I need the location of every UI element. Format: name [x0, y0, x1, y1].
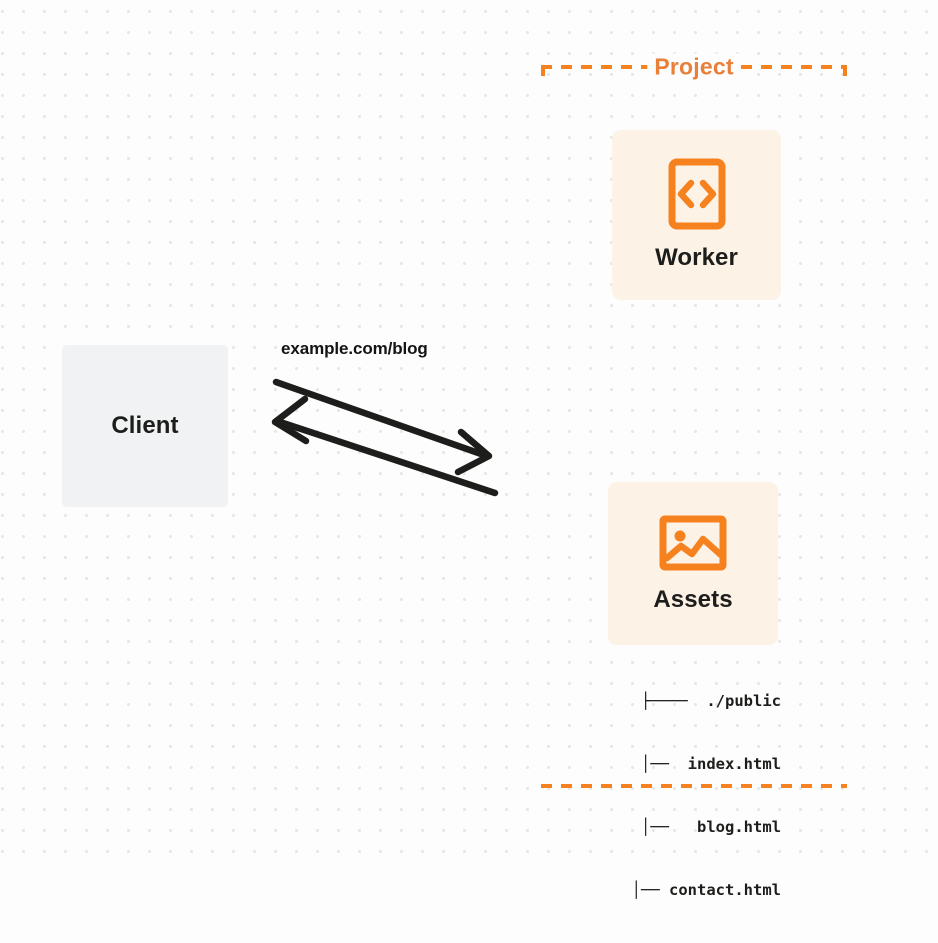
file-tree-line: │── contact.html — [613, 881, 781, 899]
arrow-right-icon — [272, 378, 493, 476]
worker-node[interactable]: Worker — [612, 130, 781, 300]
assets-label: Assets — [653, 585, 733, 613]
project-title: Project — [647, 53, 741, 81]
assets-node[interactable]: Assets — [608, 482, 778, 645]
file-tree-line: ├──── ./public — [641, 692, 781, 710]
image-icon — [659, 515, 727, 570]
project-border-left — [541, 65, 545, 788]
assets-file-tree: ├──── ./public │── index.html │── blog.h… — [585, 649, 781, 943]
project-group: Project Worker Assets ├──── ./public │──… — [541, 53, 847, 899]
worker-label: Worker — [655, 244, 738, 271]
client-node[interactable]: Client — [62, 345, 228, 507]
code-brackets-icon — [668, 158, 725, 230]
arrow-left-icon — [271, 395, 499, 497]
file-tree-line: │── blog.html — [622, 818, 781, 836]
diagram-canvas: Client example.com/blog Project W — [0, 0, 938, 899]
project-border-bottom — [541, 784, 847, 788]
client-label: Client — [111, 412, 179, 439]
connection-label: example.com/blog — [281, 339, 428, 358]
file-tree-line: │── index.html — [622, 755, 781, 773]
project-border-right — [843, 65, 847, 788]
